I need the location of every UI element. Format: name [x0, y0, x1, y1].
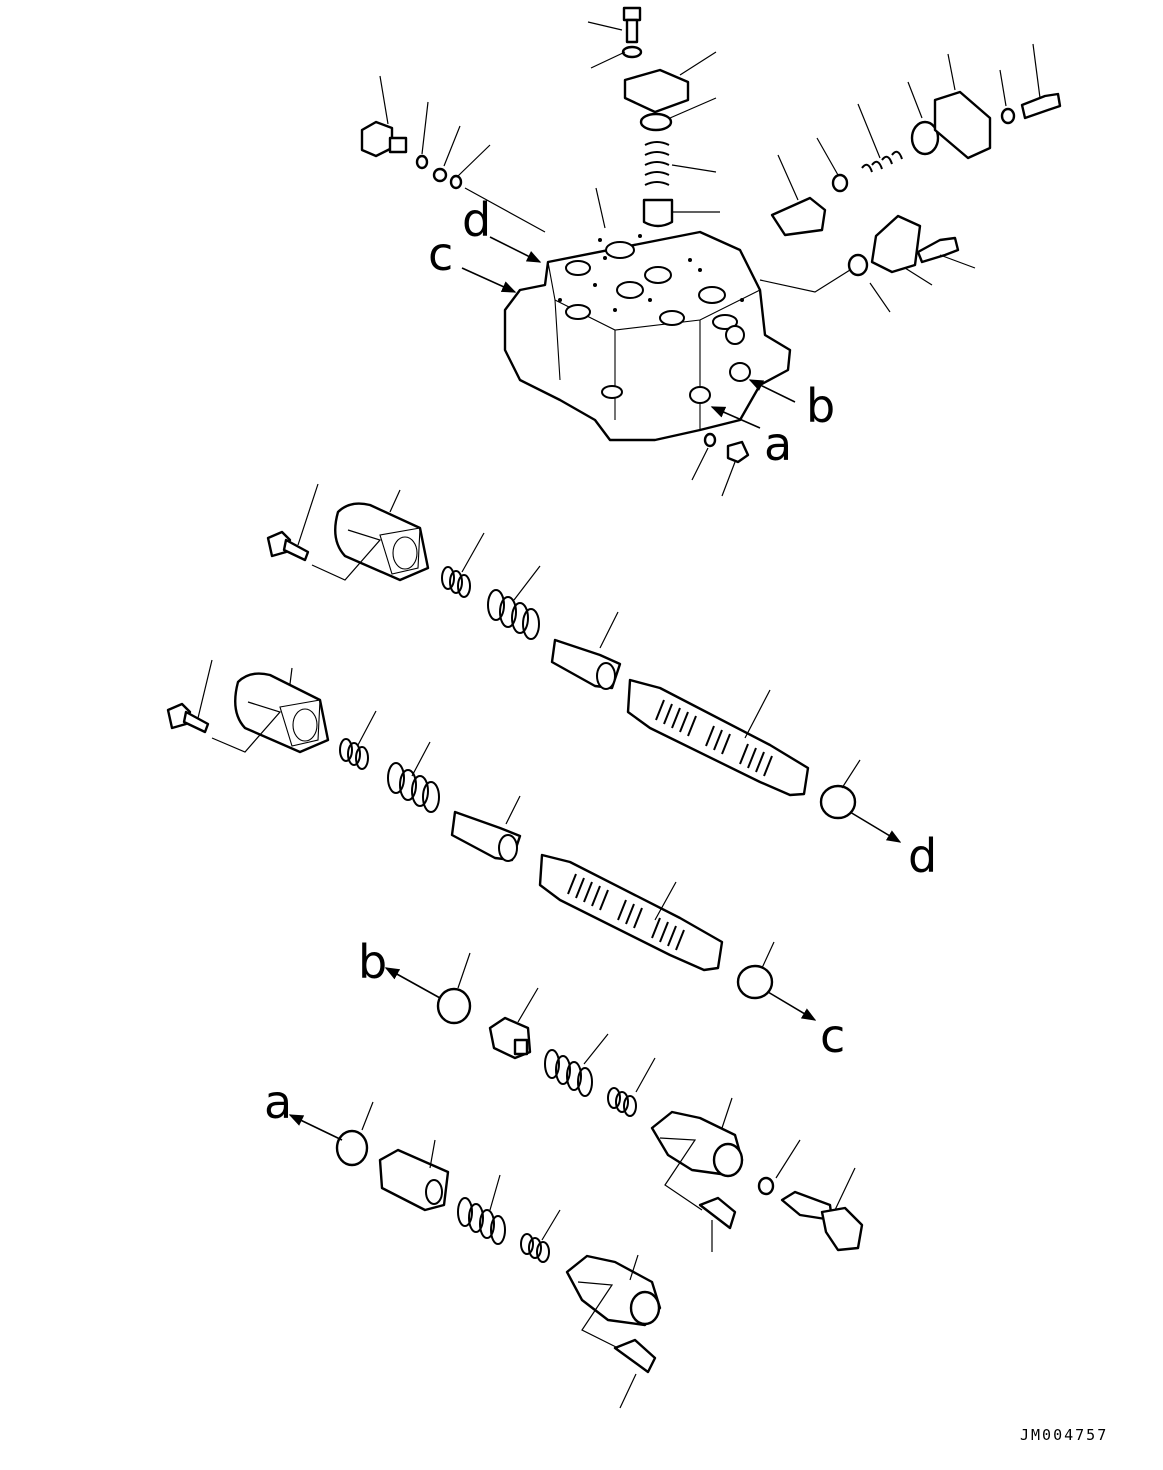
right-bolt — [1020, 92, 1062, 120]
label-top-a: a — [764, 417, 792, 471]
label-bottom-b: b — [358, 935, 387, 989]
bottom-spring-1 — [544, 1049, 593, 1097]
leader-lines-top — [379, 21, 1041, 497]
bottom-spring-3 — [457, 1197, 506, 1245]
right-plunger — [770, 196, 827, 237]
arrow-top-b — [748, 379, 796, 403]
left-o-ring-1 — [415, 154, 429, 170]
side-flange — [870, 214, 922, 274]
right-washer-2 — [1000, 107, 1016, 125]
label-spool-c: c — [820, 1009, 845, 1063]
bottom-piston-2 — [378, 1148, 450, 1212]
arrow-bottom-b — [384, 967, 441, 999]
side-o-ring — [847, 253, 869, 277]
bottom-o-ring — [703, 432, 717, 448]
bottom-o-ring-a — [335, 1129, 369, 1167]
left-plug — [360, 120, 408, 158]
spool-assembly-2 — [166, 672, 774, 1000]
label-top-d: d — [462, 193, 491, 247]
bottom-plug-right — [780, 1190, 864, 1252]
bottom-cap-2 — [565, 1254, 662, 1327]
right-washer — [831, 173, 849, 193]
bottom-o-ring-b — [436, 987, 472, 1025]
right-o-ring — [910, 120, 940, 156]
top-bolt — [622, 6, 642, 44]
leader-lines-bottom — [361, 952, 856, 1409]
bottom-cap-1 — [650, 1110, 744, 1178]
arrow-bottom-a — [288, 1114, 343, 1141]
top-washer — [621, 45, 643, 59]
label-bottom-a: a — [264, 1075, 292, 1129]
arrow-top-d — [489, 236, 542, 263]
bottom-bolt-1 — [698, 1196, 737, 1230]
bottom-small-ring — [757, 1176, 775, 1196]
valve-body — [503, 230, 792, 442]
right-spring — [861, 150, 903, 173]
top-sleeve — [642, 198, 674, 228]
bottom-piston-1 — [488, 1016, 532, 1060]
arrow-spool-d — [849, 811, 902, 843]
top-cover-plate — [623, 68, 690, 114]
label-spool-d: d — [908, 829, 937, 883]
left-washer — [432, 167, 448, 183]
bottom-spring-2 — [607, 1087, 637, 1117]
bottom-spring-4 — [520, 1233, 550, 1263]
arrow-top-c — [461, 267, 517, 293]
label-top-b: b — [806, 379, 835, 433]
side-bolt — [916, 236, 960, 264]
bottom-bolt-2 — [613, 1338, 657, 1374]
arrow-spool-c — [767, 991, 817, 1021]
spool-assembly-1 — [266, 502, 857, 820]
arrow-top-a — [710, 406, 761, 429]
label-top-c: c — [428, 227, 453, 281]
leader-lines-spools — [197, 483, 861, 969]
bottom-plug — [726, 440, 750, 464]
right-cover-plate — [933, 90, 992, 160]
top-o-ring — [639, 112, 673, 132]
left-o-ring-2 — [449, 174, 463, 190]
top-spring — [644, 141, 670, 186]
drawing-code: JM004757 — [1020, 1426, 1108, 1444]
